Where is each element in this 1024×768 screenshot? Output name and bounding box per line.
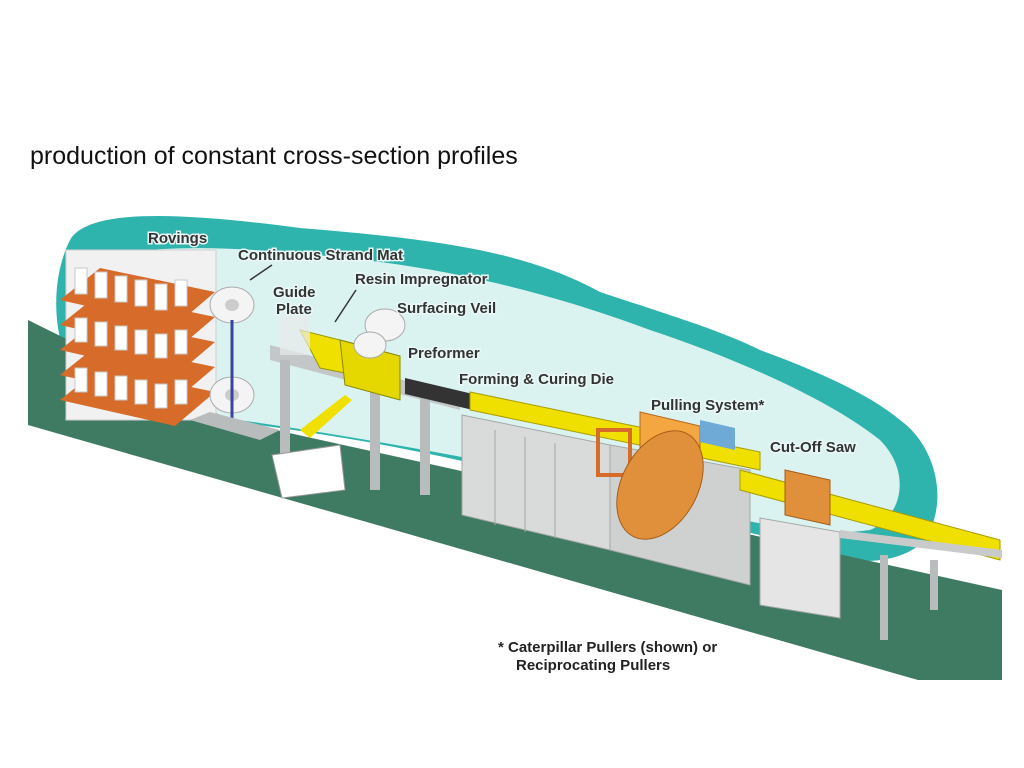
mat-rolls [190,286,280,440]
cut-off-saw [739,469,1002,640]
label-resin-impregnator: Resin Impregnator [355,271,488,288]
label-surfacing-veil: Surfacing Veil [397,300,496,317]
label-guide-plate-line-2: Plate [276,301,312,318]
caterpillar-puller [596,411,735,540]
footnote-line-2: Reciprocating Pullers [516,657,670,674]
label-cut-off-saw: Cut-Off Saw [770,439,856,456]
resin-bath [271,395,352,499]
roving-creel [60,249,217,426]
footnote-line-1: * Caterpillar Pullers (shown) or [498,639,717,656]
label-pulling-system: Pulling System* [651,397,765,414]
leader-strand-mat [249,264,273,281]
label-rovings: Rovings [148,230,207,247]
leader-resin [334,289,357,323]
label-guide-plate-line-1: Guide [273,284,316,301]
page-title: production of constant cross-section pro… [30,142,518,170]
label-continuous-strand-mat: Continuous Strand Mat [238,247,403,264]
label-preformer: Preformer [408,345,480,362]
label-forming-curing-die: Forming & Curing Die [459,371,614,388]
